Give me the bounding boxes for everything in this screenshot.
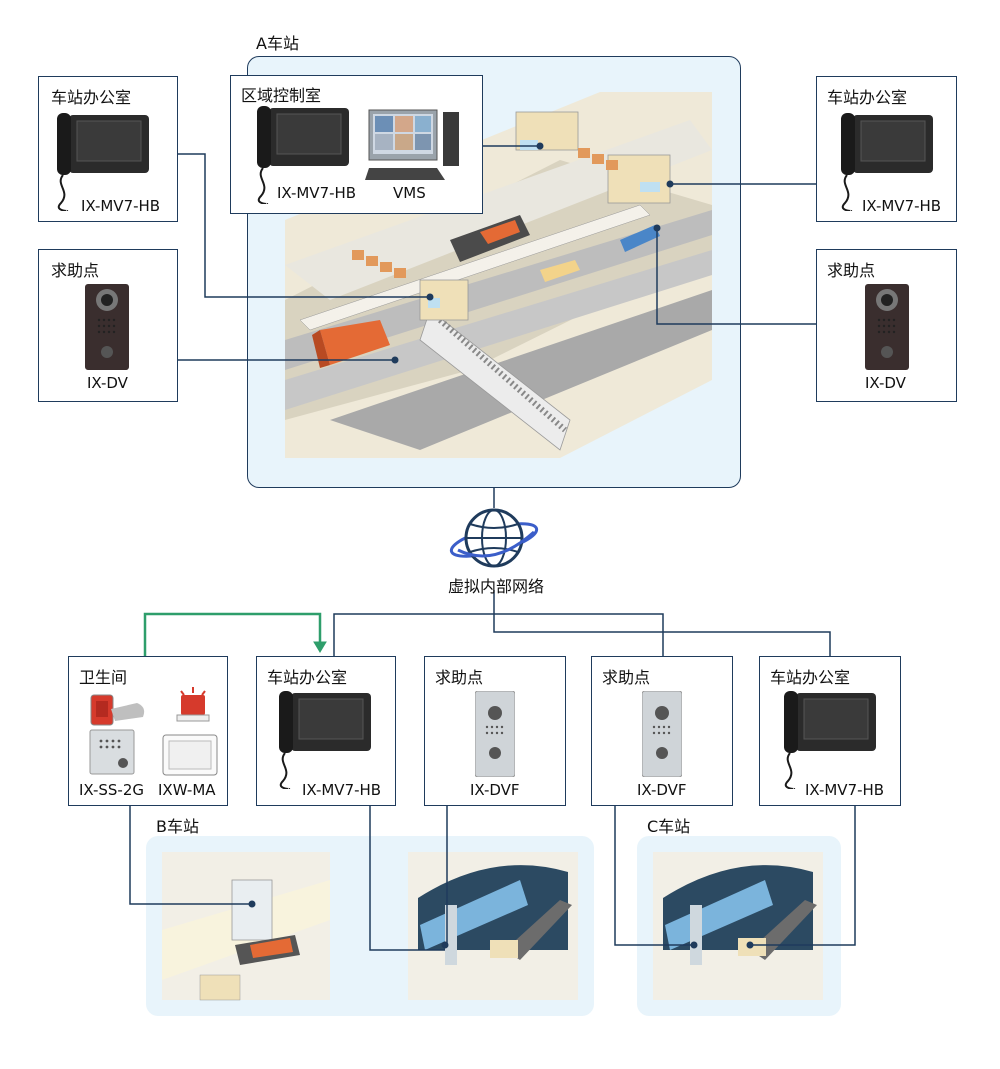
- network-globe-icon: [449, 508, 539, 568]
- restroom-adapter-model: IXW-MA: [158, 781, 216, 799]
- adapter-box-icon: [162, 734, 218, 776]
- station-a-right-help-box: 求助点 IX-DV: [816, 249, 957, 402]
- c-help-box: 求助点 IX-DVF: [591, 656, 733, 806]
- b-office-model: IX-MV7-HB: [302, 781, 382, 799]
- left-office-model: IX-MV7-HB: [81, 197, 161, 215]
- station-c-label: C车站: [647, 817, 691, 836]
- network-label: 虚拟内部网络: [448, 577, 545, 596]
- right-office-title: 车站办公室: [827, 88, 908, 107]
- control-room-title: 区域控制室: [241, 86, 322, 105]
- station-a-label: A车站: [256, 34, 299, 53]
- station-a-right-office-box: 车站办公室 IX-MV7-HB: [816, 76, 957, 222]
- station-a-left-office-box: 车站办公室 IX-MV7-HB: [38, 76, 178, 222]
- control-room-monitor-model: IX-MV7-HB: [277, 184, 357, 202]
- sub-station-icon: [89, 729, 135, 775]
- intercom-monitor-icon: [57, 113, 149, 211]
- vms-label: VMS: [393, 184, 426, 202]
- station-a-left-help-box: 求助点 IX-DV: [38, 249, 178, 402]
- c-office-box: 车站办公室 IX-MV7-HB: [759, 656, 901, 806]
- right-help-model: IX-DV: [865, 374, 906, 392]
- vms-computer-icon: [365, 109, 459, 180]
- emergency-button-icon: [90, 694, 145, 726]
- control-room-box: 区域控制室 IX-MV7-HB VMS: [230, 75, 483, 214]
- restroom-station-model: IX-SS-2G: [79, 781, 144, 799]
- b-help-box: 求助点 IX-DVF: [424, 656, 566, 806]
- door-station-icon: [865, 284, 909, 370]
- c-office-model: IX-MV7-HB: [805, 781, 885, 799]
- b-office-box: 车站办公室 IX-MV7-HB: [256, 656, 396, 806]
- right-office-model: IX-MV7-HB: [862, 197, 942, 215]
- door-station-icon: [475, 691, 515, 777]
- right-help-title: 求助点: [827, 261, 876, 280]
- intercom-monitor-icon: [257, 106, 349, 204]
- c-help-title: 求助点: [602, 668, 651, 687]
- door-station-icon: [642, 691, 682, 777]
- alarm-light-icon: [176, 687, 210, 722]
- intercom-monitor-icon: [784, 691, 876, 789]
- c-help-model: IX-DVF: [637, 781, 687, 799]
- restroom-box: 卫生间 IX-SS-2G IXW-MA: [68, 656, 228, 806]
- b-help-model: IX-DVF: [470, 781, 520, 799]
- b-office-title: 车站办公室: [267, 668, 348, 687]
- restroom-title: 卫生间: [79, 668, 128, 687]
- door-station-icon: [85, 284, 129, 370]
- left-help-model: IX-DV: [87, 374, 128, 392]
- intercom-monitor-icon: [279, 691, 371, 789]
- station-b-label: B车站: [156, 817, 199, 836]
- left-help-title: 求助点: [51, 261, 100, 280]
- left-office-title: 车站办公室: [51, 88, 132, 107]
- c-office-title: 车站办公室: [770, 668, 851, 687]
- b-help-title: 求助点: [435, 668, 484, 687]
- intercom-monitor-icon: [841, 113, 933, 211]
